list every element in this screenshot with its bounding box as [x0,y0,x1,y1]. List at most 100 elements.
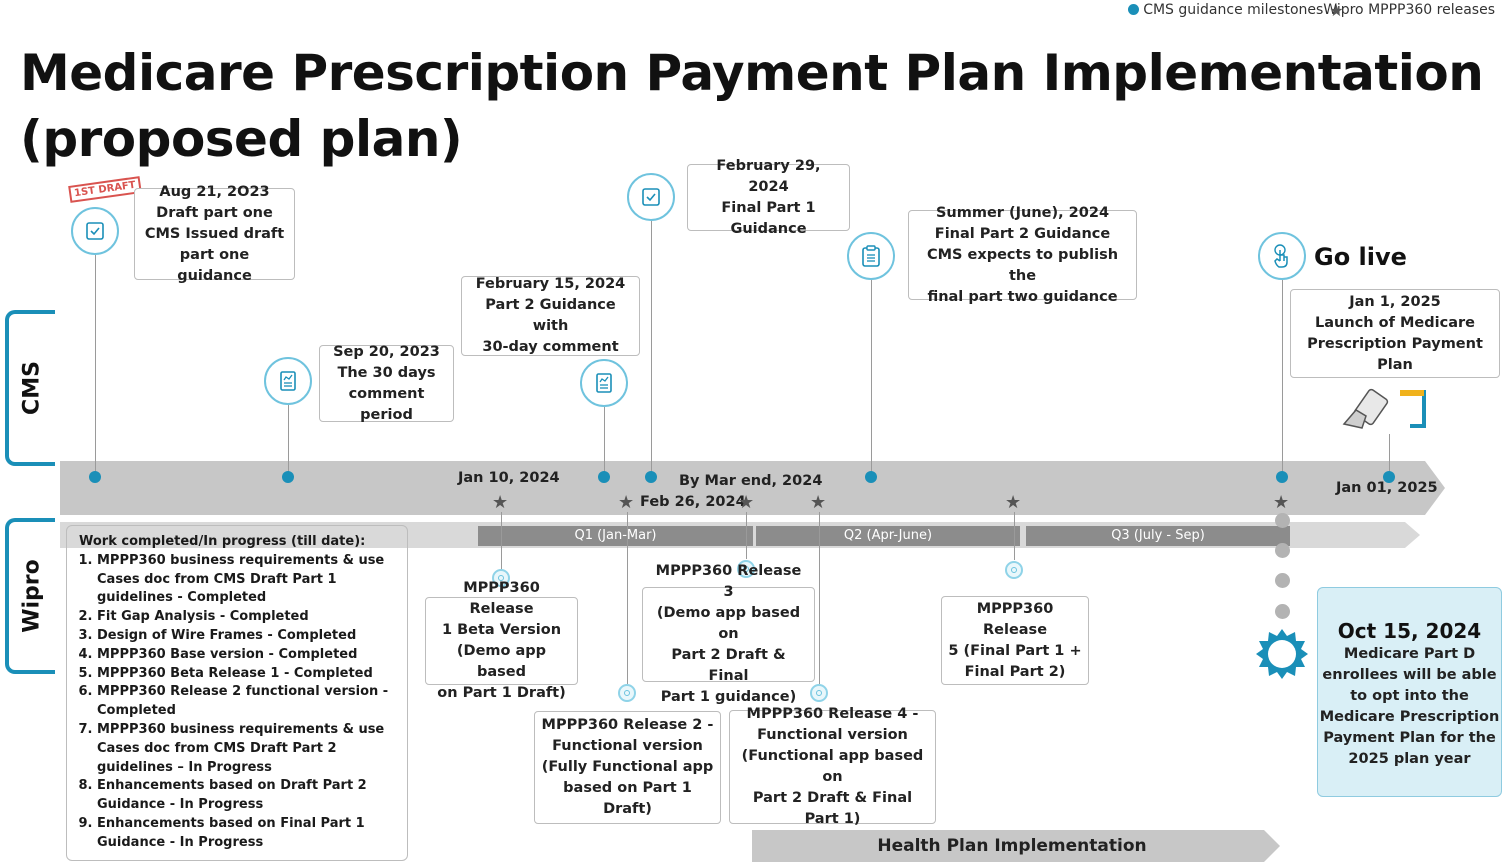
wipro-section-tab: Wipro [5,518,55,674]
cms-tab-label: CMS [19,361,45,415]
cms-milestone-box: February 15, 2024 Part 2 Guidance with 3… [461,276,640,356]
cms-milestone-dot [598,471,610,483]
path-dot [1275,604,1290,619]
release-line: Part 2 Draft & Final [752,790,913,806]
milestone-line: February 29, 2024 [716,157,821,195]
release-line: Functional version [757,727,908,743]
list-item: Enhancements based on Draft Part 2 Guida… [97,777,403,815]
milestone-line: CMS expects to publish the [926,246,1119,284]
milestone-line: Final Part 1 [721,199,816,216]
release-connector [627,512,628,684]
milestone-line: Draft part one [156,204,273,221]
release-star-icon: ★ [738,492,755,513]
release-line: (Functional app based on [741,748,924,785]
badge-gear-icon [1256,629,1308,679]
release-pin-icon [618,684,636,702]
oct-line: Payment Plan for the [1323,730,1496,746]
open-enrollment-box: Oct 15, 2024 Medicare Part D enrollees w… [1317,587,1502,797]
cms-milestone-dot [89,471,101,483]
release-connector [1014,512,1015,560]
star-icon: ★ [1329,1,1344,20]
main-timeline-arrow [60,461,1445,515]
date-label-mar-end: By Mar end, 2024 [679,473,823,489]
milestone-connector [871,280,872,477]
date-label-jan10: Jan 10, 2024 [458,470,560,486]
checklist-icon [71,207,119,255]
work-list-heading: Work completed/In progress (till date): [79,534,366,549]
milestone-line: Final Part 2 Guidance [934,225,1111,242]
release-line: MPPP360 Release 3 [655,563,802,600]
list-item: MPPP360 business requirements & use Case… [97,721,403,777]
cms-milestone-box: Sep 20, 2023 The 30 days comment period [319,344,454,423]
release-line: MPPP360 Release 4 - [746,706,919,722]
release-box: MPPP360 Release 2 - Functional version (… [534,711,721,824]
draft-stamp: 1ST DRAFT [68,176,142,203]
legend: CMS guidance milestones★Wipro MPPP360 re… [1128,1,1495,20]
hand-card-illustration-icon [1342,388,1426,429]
date-label-feb26: Feb 26, 2024 [640,494,746,510]
path-dot [1275,573,1290,588]
milestone-line: comment period [348,385,425,423]
release-line: Part 2 Draft & Final [671,647,786,684]
milestone-line: February 15, 2024 [475,276,626,292]
document-chart-icon [264,357,312,405]
milestone-line: part one guidance [177,246,252,284]
release-pin-icon [492,569,510,587]
date-label-jan01: Jan 01, 2025 [1336,480,1438,496]
list-item: MPPP360 Base version - Completed [97,646,403,665]
milestone-line: Part 2 Guidance with [485,297,616,334]
list-item: Fit Gap Analysis - Completed [97,608,403,627]
release-pin-icon [1005,561,1023,579]
quarter-q2: Q2 (Apr-June) [756,526,1020,546]
cms-milestone-box: Summer (June), 2024 Final Part 2 Guidanc… [908,205,1137,305]
cms-milestone-dot-icon [1128,4,1140,15]
release-line: Functional version [552,738,703,754]
legend-cms-label: CMS guidance milestones [1143,2,1324,18]
list-item: MPPP360 business requirements & use Case… [97,552,403,608]
release-connector [819,512,820,684]
release-line: Final Part 2) [964,663,1066,680]
quarter-q1: Q1 (Jan-Mar) [478,526,753,546]
milestone-line: Guidance [730,220,807,237]
cms-milestone-box: February 29, 2024 Final Part 1 Guidance [687,158,850,237]
release-connector [501,512,502,570]
title-line-1: Medicare Prescription Payment Plan Imple… [20,44,1484,102]
go-live-label: Go live [1314,243,1407,271]
health-plan-arrow [752,830,1280,862]
checklist-icon [627,173,675,221]
release-line: Part 1) [804,811,861,827]
release-connector [746,512,747,559]
milestone-line: final part two guidance [927,288,1118,305]
cms-section-tab: CMS [5,310,55,466]
milestone-connector [651,221,652,477]
path-dot [1275,513,1290,528]
quarter-q3: Q3 (July - Sep) [1026,526,1290,546]
release-line: (Fully Functional app [541,759,714,775]
release-star-icon: ★ [810,492,827,513]
document-chart-icon [580,359,628,407]
release-box: MPPP360 Release 5 (Final Part 1 + Final … [941,596,1089,685]
release-line: (Demo app based [456,643,547,680]
milestone-connector [95,255,96,477]
cms-milestone-dot [645,471,657,483]
milestone-line: CMS Issued draft [144,225,285,242]
oct-line: enrollees will be able [1322,667,1497,683]
cms-milestone-dot [1383,471,1395,483]
cms-milestone-box: Jan 1, 2025 Launch of Medicare Prescript… [1290,289,1500,378]
page-title: Medicare Prescription Payment Plan Imple… [20,40,1500,172]
oct-line: Medicare Part D [1343,646,1476,662]
release-line: (Demo app based on [656,605,801,642]
release-line: Part 1 guidance) [660,689,797,705]
release-line: based on Part 1 Draft) [563,780,692,817]
release-star-icon: ★ [1273,492,1290,513]
health-plan-label: Health Plan Implementation [877,836,1147,856]
clipboard-icon [847,232,895,280]
oct-line: to opt into the [1350,688,1469,704]
release-line: MPPP360 Release [976,600,1054,638]
milestone-line: Prescription Payment Plan [1307,335,1483,373]
work-progress-list: Work completed/In progress (till date): … [66,525,408,861]
release-box: MPPP360 Release 1 Beta Version (Demo app… [425,580,578,701]
list-item: Enhancements based on Final Part 1 Guida… [97,815,403,853]
path-dot [1275,543,1290,558]
cms-milestone-dot [1276,471,1288,483]
